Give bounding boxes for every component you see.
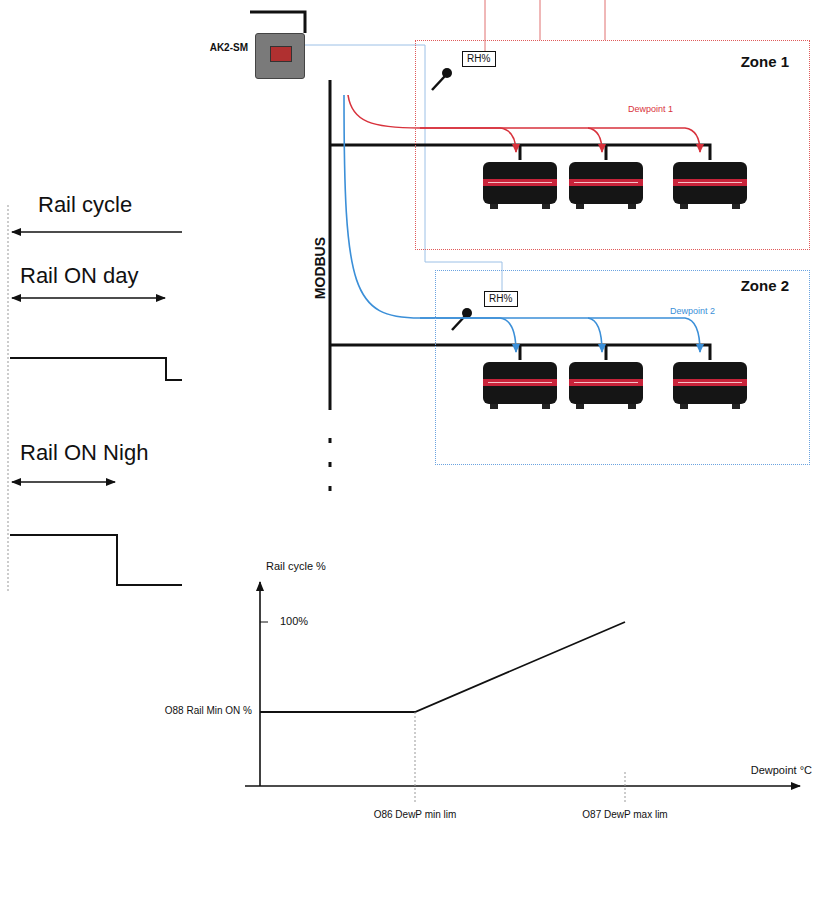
dewpoint-arrow [420,318,602,352]
tick-label: O86 DewP min lim [374,809,457,821]
signal-label: Dewpoint 2 [668,306,717,316]
day-waveform [10,358,182,380]
bus-branch [330,145,710,160]
zone-title: Zone 2 [741,277,789,294]
sensor-wire [605,0,606,40]
timing-label: Rail cycle [38,192,132,217]
axis-label: Dewpoint °C [751,764,812,777]
night-waveform [10,535,182,585]
display-case [569,162,643,209]
cycle-arrow [12,231,182,233]
x-axis [245,785,800,787]
continuation-dot [329,438,332,443]
sensor-wire [305,45,502,292]
rh-probe [432,76,445,90]
signal-label: Dewpoint 1 [626,104,675,114]
controller-box: AK2-SM [255,33,305,79]
limit-line [625,772,626,804]
rh-probe [442,68,452,78]
sensor-wire [540,0,541,40]
display-case [673,362,747,409]
rh-probe [462,308,472,318]
display-case [569,362,643,409]
sensor-label: RH% [489,293,513,305]
bus-drop [605,145,608,160]
day-arrow [12,297,165,299]
sensor-box: RH% [462,51,496,67]
controller-display [270,46,292,62]
y-tick [260,622,268,623]
zone-region: Zone 2 RH% [435,270,810,465]
y-axis [259,582,261,786]
boundary-line [8,205,9,592]
bus-drop [519,145,522,160]
dewpoint-arrow [348,95,516,152]
sensor-box: RH% [484,291,518,307]
display-case [483,362,557,409]
rail-cycle-curve [260,622,625,712]
limit-line [415,712,416,804]
tick-label: O88 Rail Min ON % [165,705,252,717]
bus-label: MODBUS [312,237,328,299]
tick-label: 100% [280,615,308,628]
continuation-dot [329,462,332,467]
controller-label: AK2-SM [210,42,248,54]
axis-label: Rail cycle % [266,560,326,573]
display-case [483,162,557,209]
dewpoint-arrow [344,95,516,352]
modbus-line [329,80,332,410]
zone-region: Zone 1 RH% [415,40,810,250]
dewpoint-arrow [588,128,700,152]
supply-wire [250,12,305,33]
timing-label: Rail ON Nigh [20,440,148,465]
dewpoint-arrow [588,318,700,352]
timing-label: Rail ON day [20,263,139,288]
night-arrow [12,481,115,483]
bus-drop [519,345,522,360]
continuation-dot [329,486,332,491]
bus-branch [330,345,710,360]
bus-drop [605,345,608,360]
display-case [673,162,747,209]
tick-label: O87 DewP max lim [582,809,667,821]
dewpoint-arrow [420,128,602,152]
zone-title: Zone 1 [741,53,789,70]
sensor-label: RH% [467,53,491,65]
sensor-wire [485,0,486,52]
